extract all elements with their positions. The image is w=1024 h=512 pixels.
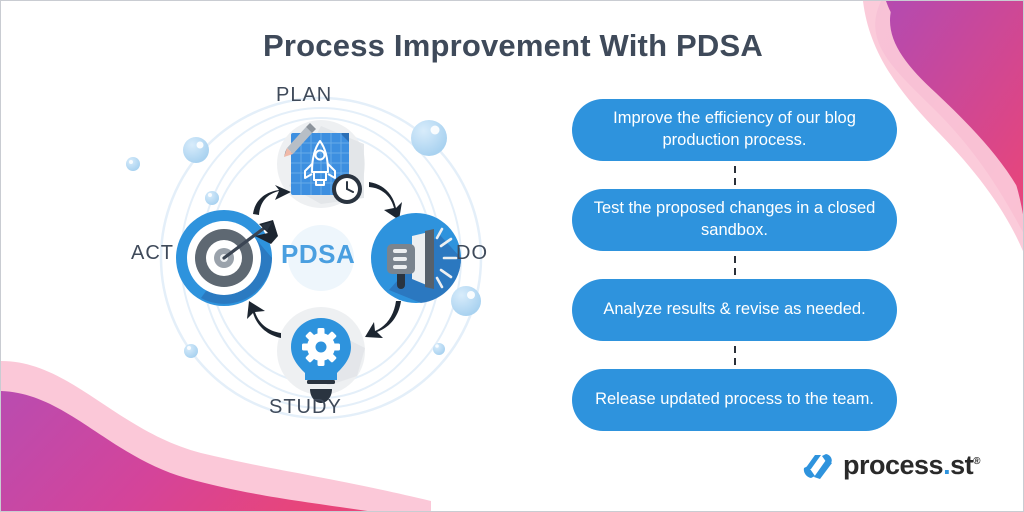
clock-icon	[332, 174, 362, 204]
stage-label-study: STUDY	[269, 396, 342, 418]
step-connector-1	[572, 161, 897, 189]
cycle-arrows	[247, 182, 402, 338]
pencil-icon	[284, 123, 316, 157]
megaphone-icon	[371, 213, 462, 303]
logo-word-st: st	[950, 450, 974, 480]
process-st-slash-logo-icon	[803, 453, 832, 479]
pdsa-center-label: PDSA	[281, 239, 356, 269]
decorative-bubbles	[126, 120, 481, 358]
step-pill-1: Improve the efficiency of our blog produ…	[572, 99, 897, 161]
pdsa-cycle-diagram: PLAN DO STUDY ACT PDSA	[121, 84, 521, 426]
center-backdrop	[288, 225, 354, 291]
process-st-logo: process.st®	[802, 450, 980, 481]
logo-word-process: process	[843, 450, 944, 480]
process-steps-list: Improve the efficiency of our blog produ…	[572, 99, 897, 431]
pdsa-diagram-svg	[126, 96, 483, 420]
page-title: Process Improvement With PDSA	[263, 28, 763, 63]
lightbulb-gear-icon	[291, 318, 365, 403]
target-arrow-icon	[176, 210, 278, 306]
logo-wordmark: process.st®	[843, 450, 980, 481]
stage-label-do: DO	[456, 242, 488, 264]
logo-dot: .	[943, 450, 951, 480]
stage-label-plan: PLAN	[276, 84, 333, 106]
step-connector-2	[572, 251, 897, 279]
blueprint-rocket-icon	[284, 123, 364, 204]
step-pill-2: Test the proposed changes in a closed sa…	[572, 189, 897, 251]
step-pill-4: Release updated process to the team.	[572, 369, 897, 431]
stage-label-act: ACT	[131, 242, 174, 264]
logo-registered-mark: ®	[973, 456, 980, 467]
step-connector-3	[572, 341, 897, 369]
step-pill-3: Analyze results & revise as needed.	[572, 279, 897, 341]
